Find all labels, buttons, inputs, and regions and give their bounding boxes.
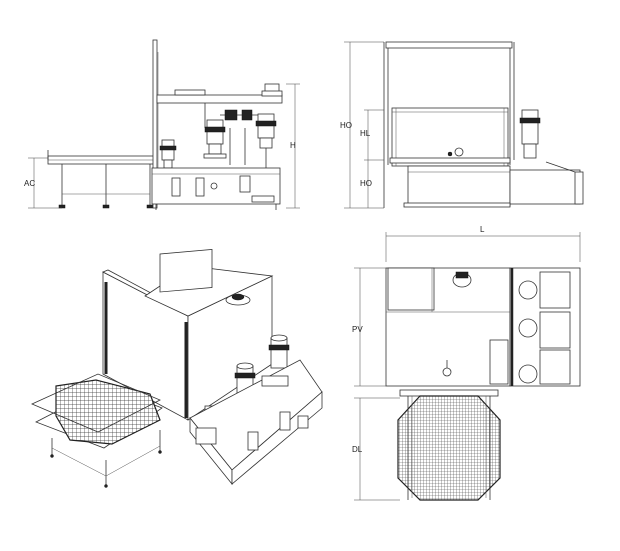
pump-motor-1 bbox=[159, 139, 177, 169]
dim-label-l: L bbox=[480, 225, 485, 234]
pump-motor-3 bbox=[255, 113, 277, 149]
iso-basket bbox=[55, 379, 161, 445]
door-mast bbox=[152, 39, 158, 209]
top-view: L PV DL bbox=[352, 225, 581, 501]
upper-frame bbox=[156, 94, 283, 104]
front-tank bbox=[407, 165, 511, 207]
top-basket bbox=[397, 395, 501, 501]
pump-motor-2 bbox=[203, 119, 227, 159]
dim-label-hl: HL bbox=[360, 129, 371, 138]
door-top bbox=[385, 41, 513, 49]
pump-motor-front bbox=[519, 109, 541, 159]
dim-label-dl: DL bbox=[352, 445, 363, 454]
dim-label-ac: AC bbox=[24, 179, 35, 188]
isometric-view bbox=[31, 249, 323, 488]
dim-label-ho-top: HO bbox=[340, 121, 352, 130]
dim-label-pv: PV bbox=[352, 325, 363, 334]
dim-label-h: H bbox=[290, 141, 296, 150]
front-view: HO HL HO bbox=[340, 41, 584, 209]
iso-motor-1 bbox=[268, 334, 290, 369]
dim-label-ho-bottom: HO bbox=[360, 179, 372, 188]
door-panel bbox=[391, 107, 509, 167]
side-view: H AC bbox=[24, 39, 300, 210]
